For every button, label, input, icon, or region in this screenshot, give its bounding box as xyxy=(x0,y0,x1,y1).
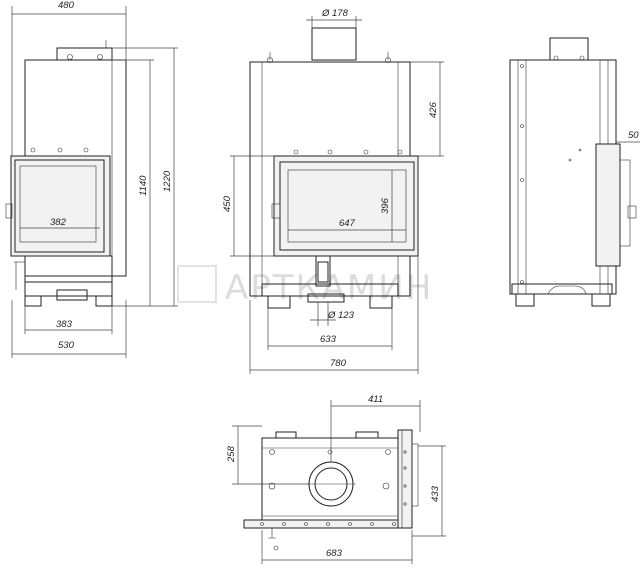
dim-front-base: 633 xyxy=(320,334,337,345)
plan-view: 411 258 433 683 xyxy=(226,394,446,564)
dim-plan-width: 683 xyxy=(326,548,343,559)
dim-side-top-width: 480 xyxy=(58,0,75,11)
dim-side-base: 383 xyxy=(56,319,73,330)
front-view: Ø 178 426 450 xyxy=(222,8,444,374)
dim-right-offset: 50 xyxy=(628,130,639,141)
watermark: АРТКАМИН xyxy=(177,265,431,308)
dim-front-top: 426 xyxy=(428,101,439,118)
dim-side-total: 530 xyxy=(58,340,75,351)
right-side-view: 50 xyxy=(509,37,640,307)
dim-plan-depth-front: 258 xyxy=(226,445,237,463)
dim-front-glass-width: 647 xyxy=(339,218,356,229)
dim-plan-depth: 433 xyxy=(430,485,441,502)
dim-plan-flue-offset: 411 xyxy=(368,394,383,405)
dim-front-air: Ø 123 xyxy=(327,310,355,321)
dim-front-total: 780 xyxy=(330,358,347,369)
dim-side-height-inner: 1140 xyxy=(138,175,149,196)
dim-front-door-height: 450 xyxy=(222,195,233,212)
dim-side-height-total: 1220 xyxy=(162,170,173,192)
dim-side-opening: 382 xyxy=(50,217,67,228)
dim-front-glass-height: 396 xyxy=(380,197,391,214)
dim-front-flue: Ø 178 xyxy=(321,8,349,19)
side-view: 480 382 383 xyxy=(5,0,178,358)
